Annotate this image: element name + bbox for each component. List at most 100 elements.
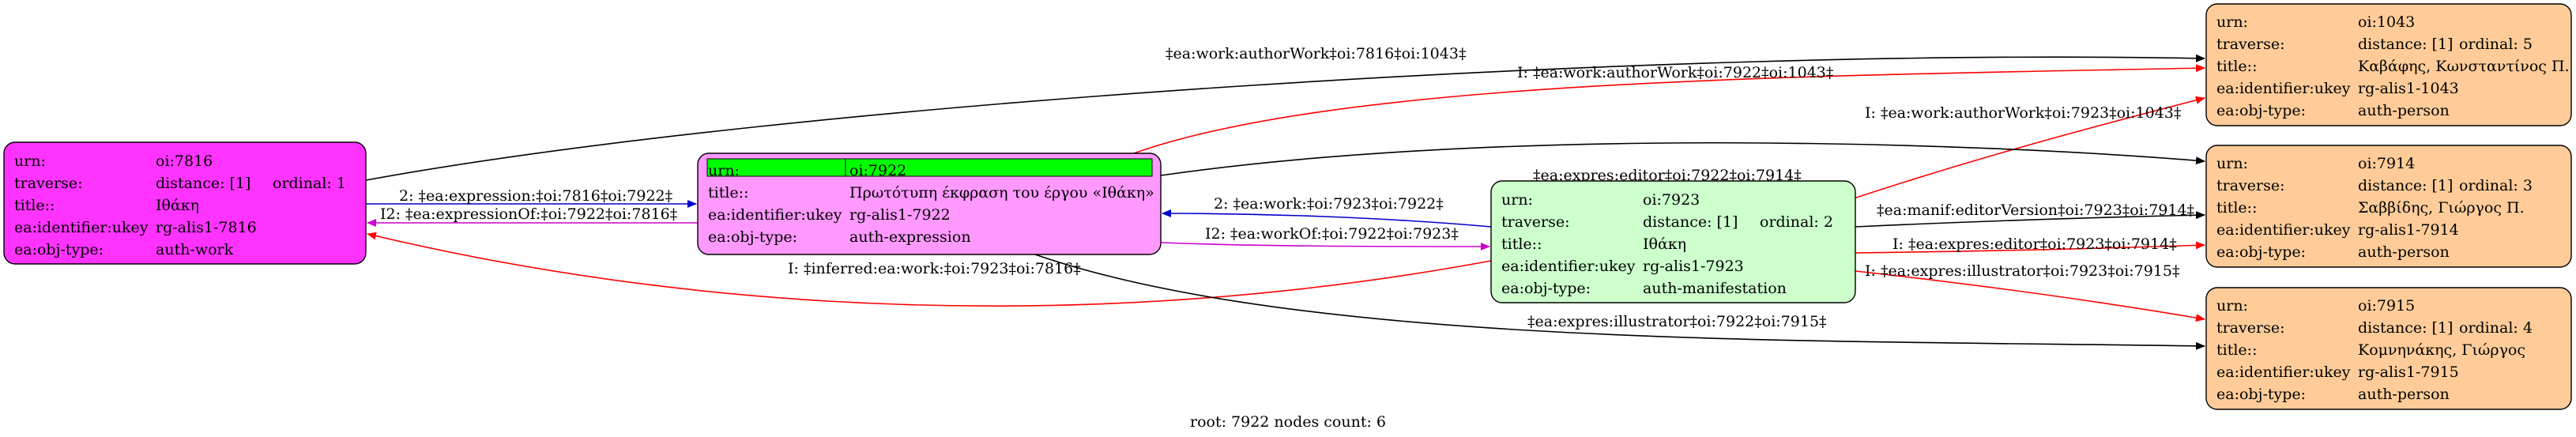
field-value: auth-person — [2358, 243, 2450, 261]
field-extra: ordinal: 3 — [2459, 177, 2533, 194]
field-value: oi:7922 — [849, 162, 906, 179]
edge-line — [1034, 254, 2205, 350]
edge-line — [367, 232, 1492, 307]
edge-7923-7914-editorVersion: ‡ea:manif:editorVersion‡oi:7923‡oi:7914‡ — [1855, 202, 2205, 228]
field-key: urn: — [1501, 191, 1533, 209]
field-key: ea:identifier:ukey — [1501, 258, 1636, 275]
field-key: ea:obj-type: — [14, 241, 104, 258]
edge-7923-7915-inferred-illustrator: I: ‡ea:expres:illustrator‡oi:7923‡oi:791… — [1855, 262, 2205, 322]
edge-label: 2: ‡ea:work:‡oi:7923‡oi:7922‡ — [1214, 195, 1444, 213]
edge-line — [1133, 64, 2205, 154]
field-key: ea:obj-type: — [1501, 280, 1591, 297]
field-extra: ordinal: 4 — [2459, 319, 2533, 337]
edge-7923-1043-inferred: I: ‡ea:work:authorWork‡oi:7923‡oi:1043‡ — [1848, 96, 2205, 201]
field-value: Σαββίδης, Γιώργος Π. — [2358, 199, 2525, 217]
field-key: traverse: — [14, 175, 83, 192]
field-key: ea:identifier:ukey — [14, 219, 149, 236]
edge-label: 2: ‡ea:expression:‡oi:7816‡oi:7922‡ — [399, 187, 672, 205]
field-value: distance: [1] — [2358, 36, 2453, 53]
edge-label: ‡ea:expres:illustrator‡oi:7922‡oi:7915‡ — [1527, 313, 1827, 330]
field-key: ea:obj-type: — [2216, 102, 2306, 119]
field-value: rg-alis1-7923 — [1643, 258, 1744, 275]
field-value: auth-person — [2358, 102, 2450, 119]
field-value: Κομνηνάκης, Γιώργος — [2358, 341, 2525, 359]
field-value: oi:7923 — [1643, 191, 1700, 209]
edge-7923-7914-inferred-editor: I: ‡ea:expres:editor‡oi:7923‡oi:7914‡ — [1855, 235, 2205, 254]
edge-label: I: ‡ea:work:authorWork‡oi:7922‡oi:1043‡ — [1517, 64, 1833, 81]
edge-label: ‡ea:work:authorWork‡oi:7816‡oi:1043‡ — [1166, 45, 1466, 62]
field-value: auth-manifestation — [1643, 280, 1787, 297]
node-box — [1490, 180, 1856, 303]
edge-label: I2: ‡ea:expressionOf:‡oi:7922‡oi:7816‡ — [380, 205, 677, 223]
edges-layer: ‡ea:work:authorWork‡oi:7816‡oi:1043‡ I: ‡… — [365, 45, 2205, 350]
edge-line — [1855, 211, 2205, 228]
field-value: oi:7915 — [2358, 297, 2415, 315]
field-key: ea:identifier:ukey — [2216, 80, 2351, 97]
edge-label: I2: ‡ea:workOf:‡oi:7922‡oi:7923‡ — [1205, 225, 1459, 243]
edge-7922-1043-inferred: I: ‡ea:work:authorWork‡oi:7922‡oi:1043‡ — [1133, 64, 2205, 154]
field-value: distance: [1] — [156, 175, 250, 192]
node-box — [2205, 287, 2572, 410]
edge-label: ‡ea:manif:editorVersion‡oi:7923‡oi:7914‡ — [1877, 202, 2194, 219]
field-value: Ιθάκη — [1643, 235, 1686, 253]
field-value: auth-work — [156, 241, 234, 258]
field-key: traverse: — [2216, 319, 2285, 337]
field-key: ea:obj-type: — [708, 228, 797, 246]
node-box — [3, 141, 367, 265]
field-value: rg-alis1-7816 — [156, 219, 257, 236]
field-key: ea:identifier:ukey — [2216, 221, 2351, 239]
edge-line — [1162, 209, 1492, 228]
edge-label: I: ‡ea:expres:illustrator‡oi:7923‡oi:791… — [1865, 262, 2179, 280]
root-highlight — [706, 158, 1153, 177]
edge-line — [1160, 141, 2205, 176]
field-value: distance: [1] — [1643, 213, 1738, 231]
edge-label: I: ‡ea:work:authorWork‡oi:7923‡oi:1043‡ — [1865, 104, 2181, 122]
field-key: title:: — [14, 197, 55, 214]
graph-footer: root: 7922 nodes count: 6 — [1190, 413, 1386, 431]
field-key: traverse: — [2216, 36, 2285, 53]
field-value: oi:1043 — [2358, 13, 2415, 31]
field-extra: ordinal: 1 — [273, 175, 346, 192]
field-key: title:: — [1501, 235, 1542, 253]
edge-label: ‡ea:expres:editor‡oi:7922‡oi:7914‡ — [1533, 167, 1802, 184]
field-value: Ιθάκη — [156, 197, 199, 214]
field-value: Πρωτότυπη έκφραση του έργου «Ιθάκη» — [849, 184, 1154, 202]
field-key: title:: — [2216, 58, 2257, 75]
field-key: urn: — [2216, 297, 2248, 315]
field-key: ea:identifier:ukey — [708, 206, 842, 224]
edge-7922-7816-expressionOf: I2: ‡ea:expressionOf:‡oi:7922‡oi:7816‡ — [367, 205, 698, 227]
field-key: title:: — [708, 184, 748, 202]
edge-line — [1855, 270, 2205, 322]
field-key: urn: — [2216, 13, 2248, 31]
field-key: urn: — [2216, 155, 2248, 172]
field-value: auth-expression — [849, 228, 971, 246]
edge-7922-7915-illustrator: ‡ea:expres:illustrator‡oi:7922‡oi:7915‡ — [1034, 254, 2205, 350]
field-key: urn: — [14, 153, 46, 170]
field-key: title:: — [2216, 199, 2257, 217]
field-value: rg-alis1-7915 — [2358, 364, 2459, 381]
field-key: ea:identifier:ukey — [2216, 364, 2351, 381]
field-value: Καβάφης, Κωνσταντίνος Π. — [2358, 58, 2570, 75]
node-box — [2205, 145, 2572, 268]
field-key: title:: — [2216, 341, 2257, 359]
field-key: traverse: — [2216, 177, 2285, 194]
field-key: ea:obj-type: — [2216, 386, 2306, 403]
edge-line — [1855, 241, 2205, 254]
field-value: rg-alis1-7914 — [2358, 221, 2459, 239]
edge-7922-7914-editor: ‡ea:expres:editor‡oi:7922‡oi:7914‡ — [1160, 141, 2205, 184]
field-key: traverse: — [1501, 213, 1570, 231]
edge-line — [1848, 96, 2205, 201]
field-value: auth-person — [2358, 386, 2450, 403]
edge-7922-7923-workOf: I2: ‡ea:workOf:‡oi:7922‡oi:7923‡ — [1160, 225, 1490, 251]
field-value: oi:7914 — [2358, 155, 2415, 172]
field-value: rg-alis1-1043 — [2358, 80, 2459, 97]
node-box — [697, 153, 1162, 255]
